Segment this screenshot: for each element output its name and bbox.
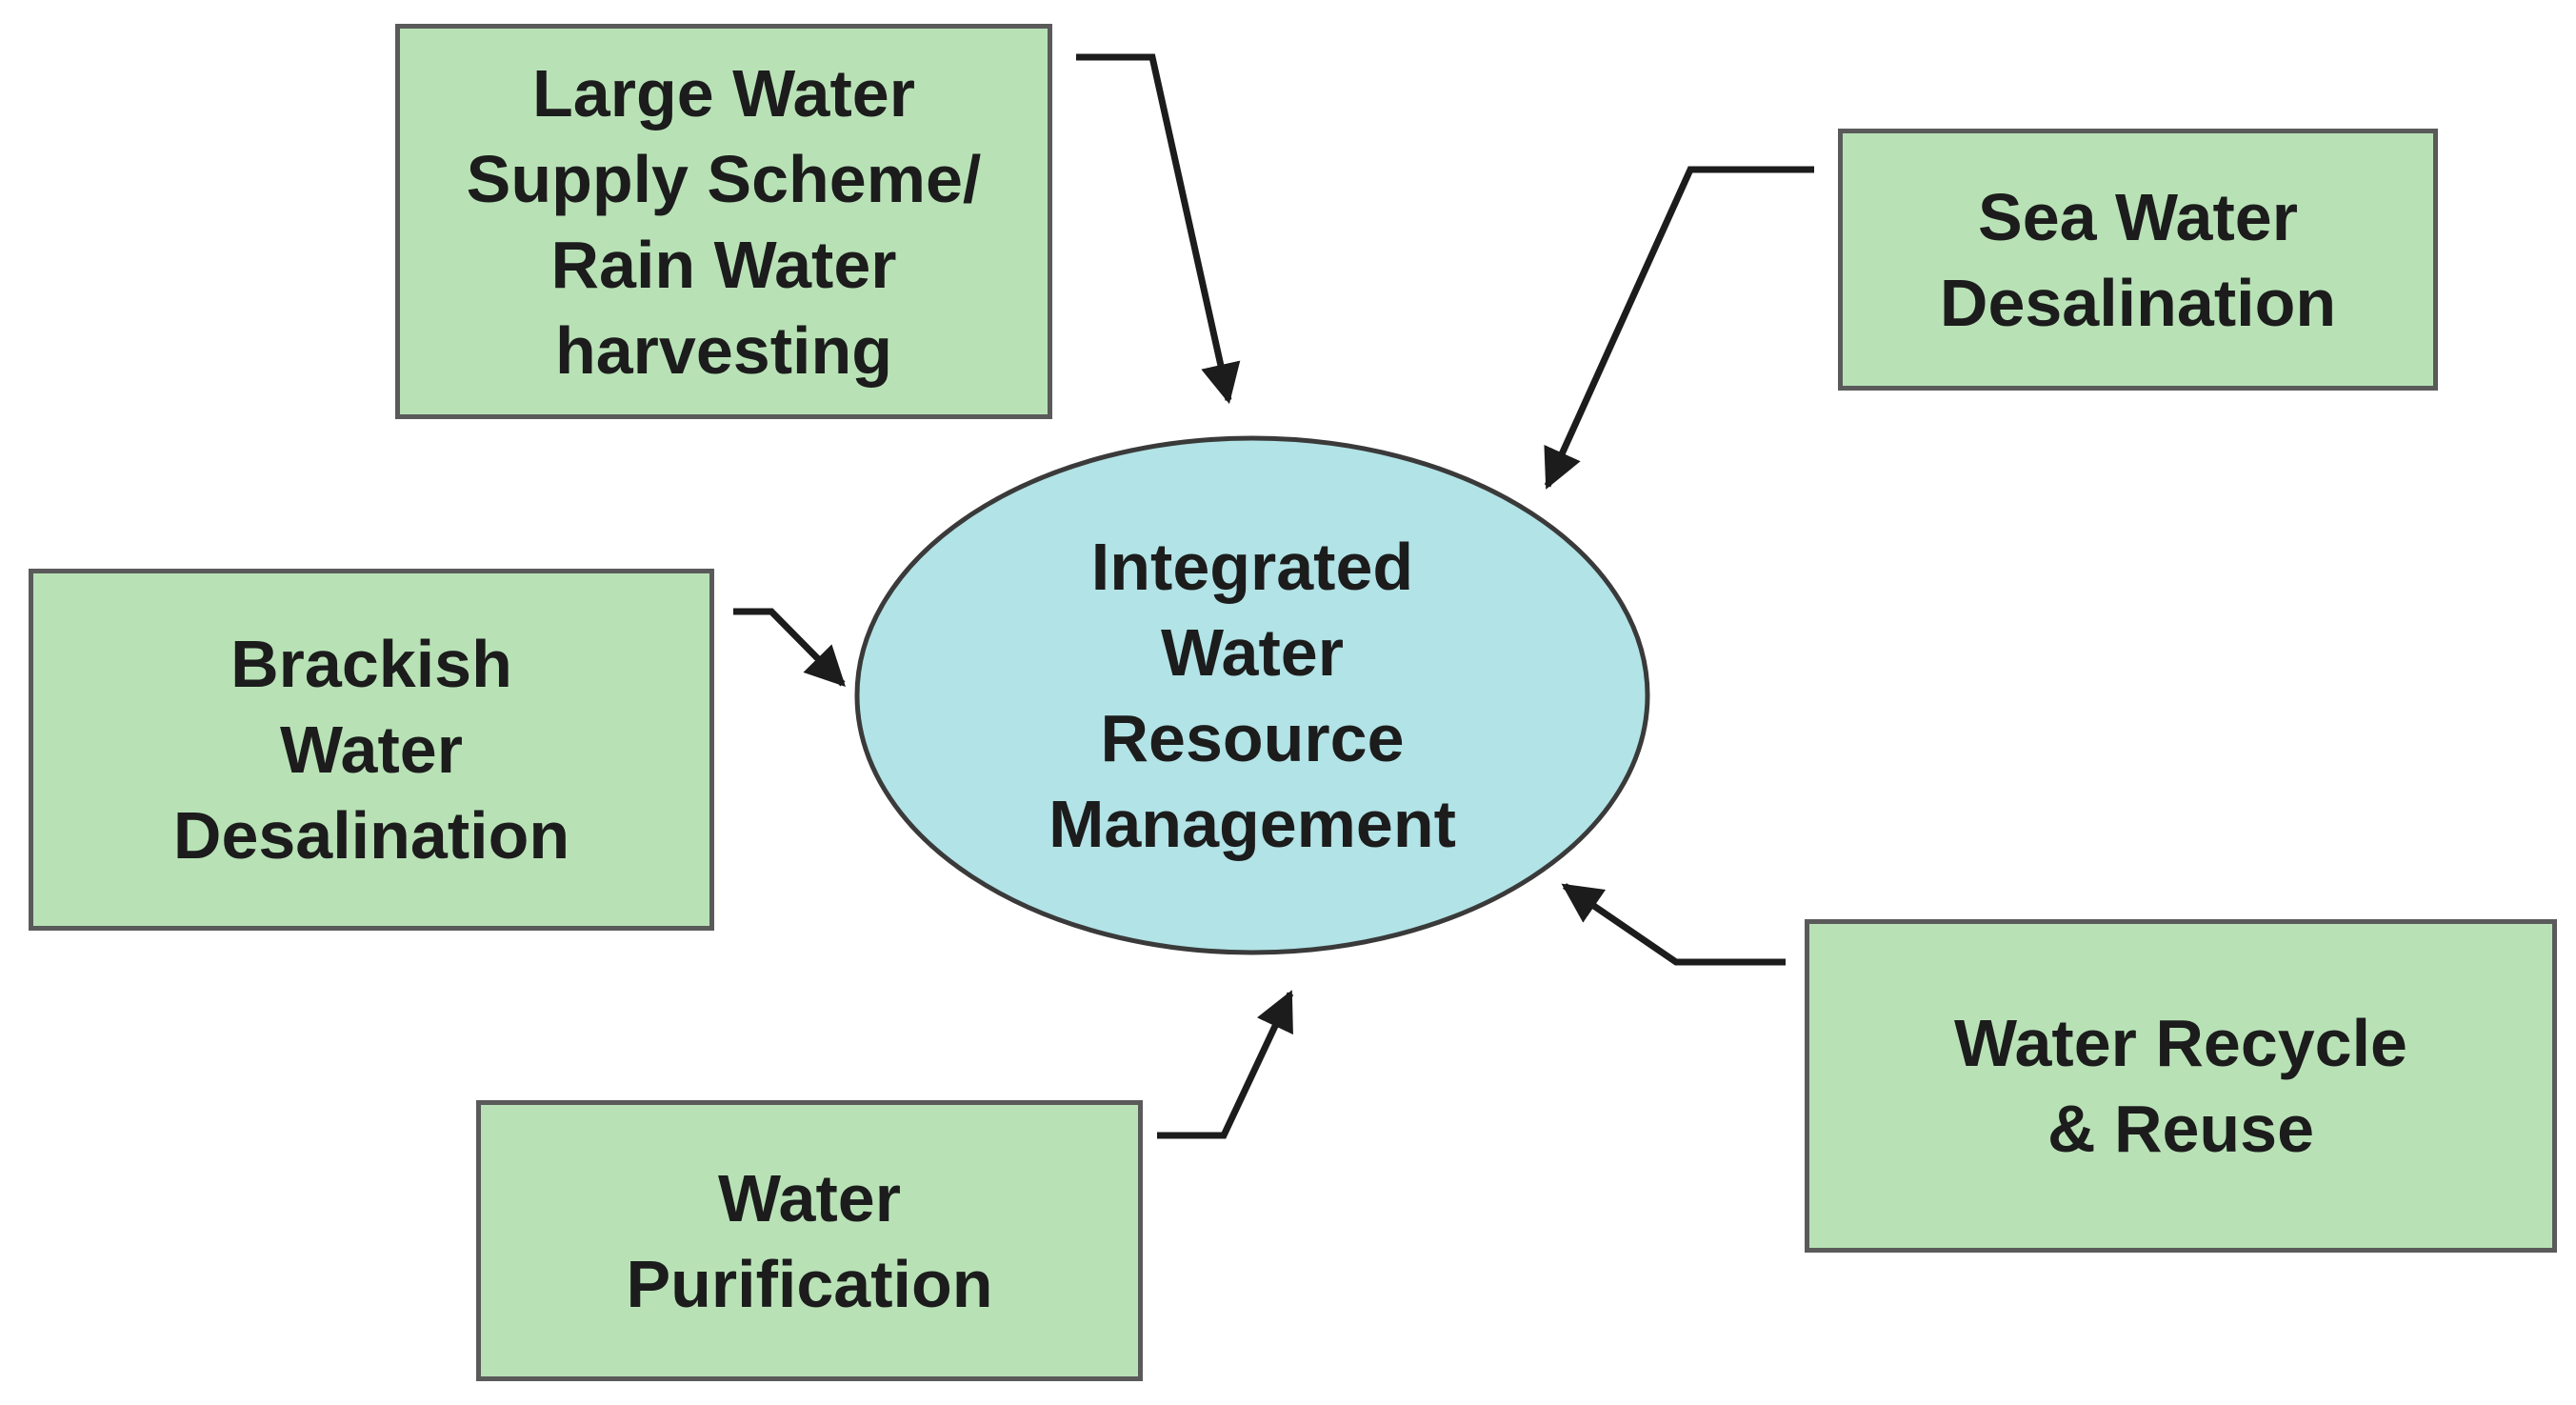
arrow-large-supply-to-center: [1076, 53, 1241, 405]
center-ellipse: [854, 435, 1650, 955]
node-water-purification-label: Water Purification: [626, 1160, 993, 1321]
node-sea-water-desalination-label: Sea Water Desalination: [1939, 179, 2337, 340]
arrow-sea-water-to-center: [1544, 166, 1814, 490]
arrow-brackish-to-center: [733, 608, 846, 687]
center-ellipse-text-box: Integrated Water Resource Management: [914, 476, 1590, 914]
arrow-recycle-to-center: [1561, 883, 1786, 966]
node-sea-water-desalination: Sea Water Desalination: [1838, 129, 2438, 391]
arrow-purification-to-center: [1157, 990, 1294, 1139]
node-brackish-water-desalination: Brackish Water Desalination: [29, 569, 714, 931]
node-large-water-supply: Large Water Supply Scheme/ Rain Water ha…: [395, 24, 1052, 419]
node-large-water-supply-label: Large Water Supply Scheme/ Rain Water ha…: [466, 55, 982, 388]
center-label: Integrated Water Resource Management: [1048, 530, 1456, 861]
node-water-recycle-reuse: Water Recycle & Reuse: [1805, 919, 2557, 1253]
node-water-purification: Water Purification: [476, 1100, 1143, 1381]
node-water-recycle-reuse-label: Water Recycle & Reuse: [1954, 1006, 2407, 1166]
node-brackish-water-desalination-label: Brackish Water Desalination: [172, 627, 570, 873]
